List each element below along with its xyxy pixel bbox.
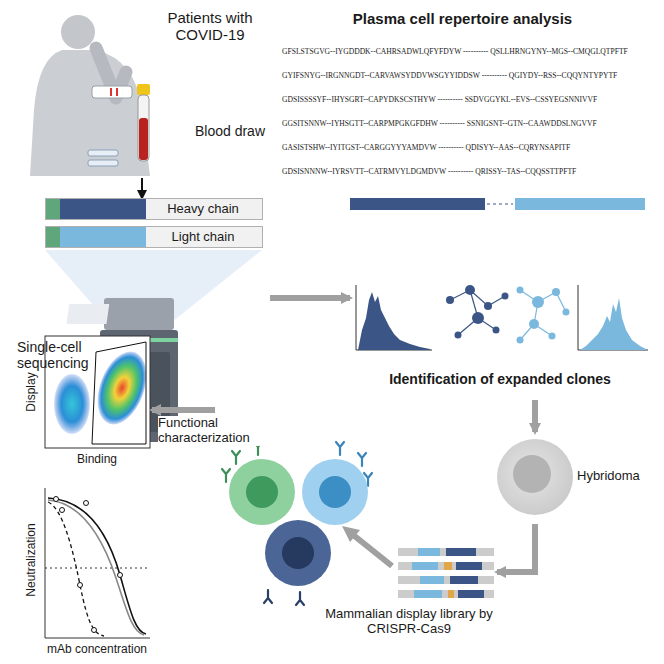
neutralization-panel: Neutralization mAb concentration — [20, 478, 152, 662]
neutralization-plot — [45, 488, 150, 638]
hybridoma-node: Hybridoma — [497, 432, 653, 524]
patient-figure — [30, 15, 150, 176]
linker-dash — [487, 204, 513, 205]
heavy-chain-box: Heavy chain — [45, 198, 263, 220]
arrow-head — [342, 526, 360, 542]
sequence-line: GASISTSHW--IYITGST--CARGGYYYAMDVW ------… — [282, 144, 570, 153]
clone-panel: Identification of expanded clones — [350, 225, 652, 400]
flow-plot-panel: DisplayBinding — [20, 330, 152, 470]
flow-arrow — [141, 178, 143, 198]
node-label: Patients with COVID-19 — [147, 9, 273, 44]
patient-panel: Patients with COVID-19Blood draw — [15, 3, 275, 178]
flow-arrow — [532, 400, 538, 432]
cell-nucleus — [513, 455, 551, 493]
library-arrow — [352, 534, 392, 566]
node-label: Plasma cell repertoire analysis — [275, 10, 650, 27]
node-label: Binding — [77, 453, 117, 467]
sequence-line: GDSISSSSYF--IHYSGRT--CAPYDKSCSTHYW -----… — [282, 96, 597, 105]
flow-arrow — [152, 407, 215, 413]
node-label: Hybridoma — [577, 469, 651, 484]
node-label: Heavy chain — [146, 202, 260, 217]
flow-arrow — [270, 295, 350, 301]
light-chain-box: Light chain — [45, 226, 263, 248]
hybridoma-cell — [497, 439, 573, 515]
edge-label: Functional characterization — [158, 416, 270, 446]
plasmid-library — [398, 548, 494, 598]
axis-label: Display — [25, 372, 39, 411]
flow-arrow — [497, 524, 535, 572]
node-label: Single-cell sequencing — [17, 339, 101, 371]
display-cells — [222, 442, 372, 605]
sequence-line: GFSLSTSGVG--IYGDDDK--CAHRSADWLQFYFDYW --… — [282, 48, 628, 57]
clone-charts — [356, 285, 648, 350]
node-label: Mammalian display library by CRISPR-Cas9 — [323, 607, 495, 637]
light-chain-bar — [515, 198, 645, 210]
sequence-line: GDSISNNNW--IYRSVTT--CATRMVYLDGMDVW -----… — [282, 168, 576, 177]
node-label: Blood draw — [187, 123, 273, 139]
sequence-line: GYIFSNYG--IRGNNGDT--CARVAWSYDDVWSGYYIDDS… — [282, 72, 617, 81]
node-label: mAb concentration — [47, 643, 147, 657]
axis-label: Neutralization — [25, 523, 39, 596]
node-label: Light chain — [146, 230, 260, 245]
sequence-line: GGSITSNNW--IYHSGTT--CARPMPGKGFDHW ------… — [282, 120, 597, 129]
repertoire-panel: Plasma cell repertoire analysis — [275, 10, 652, 217]
node-label: Identification of expanded clones — [350, 371, 650, 387]
heavy-chain-bar — [350, 198, 485, 210]
